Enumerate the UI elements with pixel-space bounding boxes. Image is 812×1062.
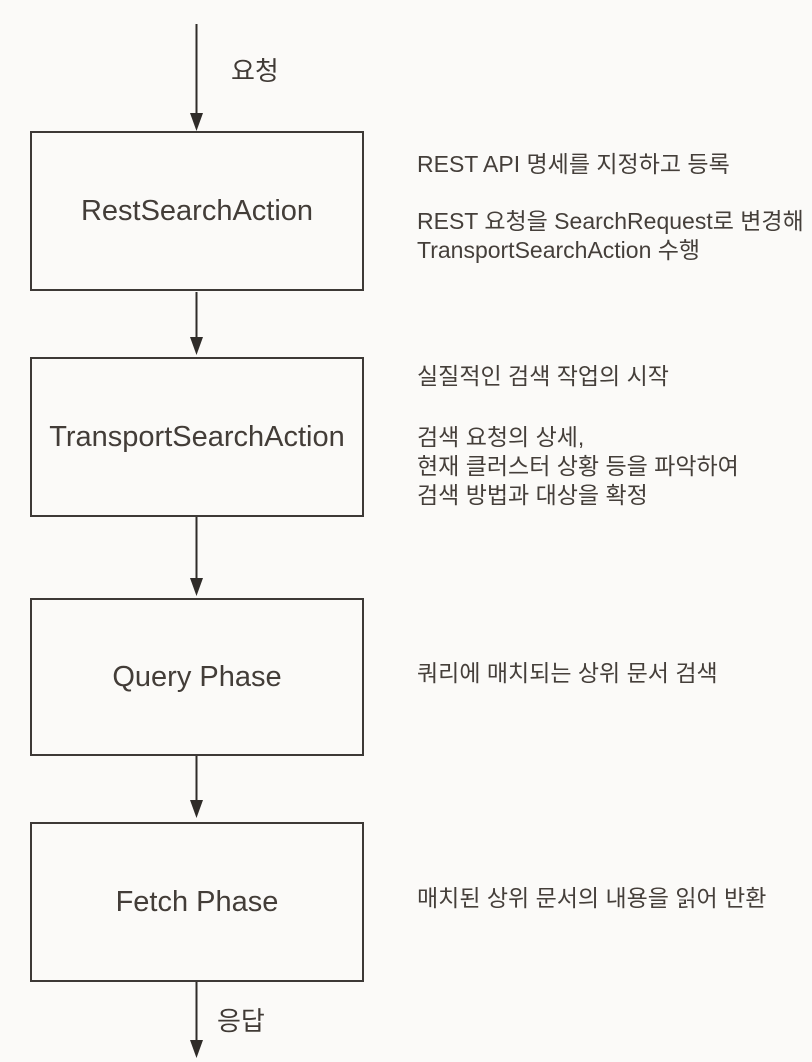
note-transport-search-action-1: 실질적인 검색 작업의 시작	[417, 363, 669, 389]
request-label: 요청	[231, 56, 279, 86]
arrow-request-in	[190, 24, 203, 131]
note-rest-search-action-2: REST 요청을 SearchRequest로 변경해 TransportSea…	[417, 208, 804, 263]
note-fetch-phase-1: 매치된 상위 문서의 내용을 읽어 반환	[417, 885, 767, 911]
arrow-box2-box3	[190, 517, 203, 596]
response-label: 응답	[217, 1006, 265, 1036]
flow-box-label: TransportSearchAction	[49, 420, 345, 453]
flow-box-label: Fetch Phase	[115, 885, 279, 918]
note-rest-search-action-1: REST API 명세를 지정하고 등록	[417, 151, 730, 177]
flow-box-label: RestSearchAction	[80, 194, 314, 227]
flow-box-transport-search-action: TransportSearchAction	[30, 357, 364, 517]
arrow-box1-box2	[190, 292, 203, 355]
arrow-box3-box4	[190, 756, 203, 818]
flow-box-rest-search-action: RestSearchAction	[30, 131, 364, 291]
flow-box-label: Query Phase	[112, 660, 282, 693]
arrow-response-out	[190, 982, 203, 1058]
note-query-phase-1: 쿼리에 매치되는 상위 문서 검색	[417, 660, 718, 686]
note-transport-search-action-2: 검색 요청의 상세, 현재 클러스터 상황 등을 파악하여 검색 방법과 대상을…	[417, 424, 739, 508]
flow-box-query-phase: Query Phase	[30, 598, 364, 756]
flow-box-fetch-phase: Fetch Phase	[30, 822, 364, 982]
